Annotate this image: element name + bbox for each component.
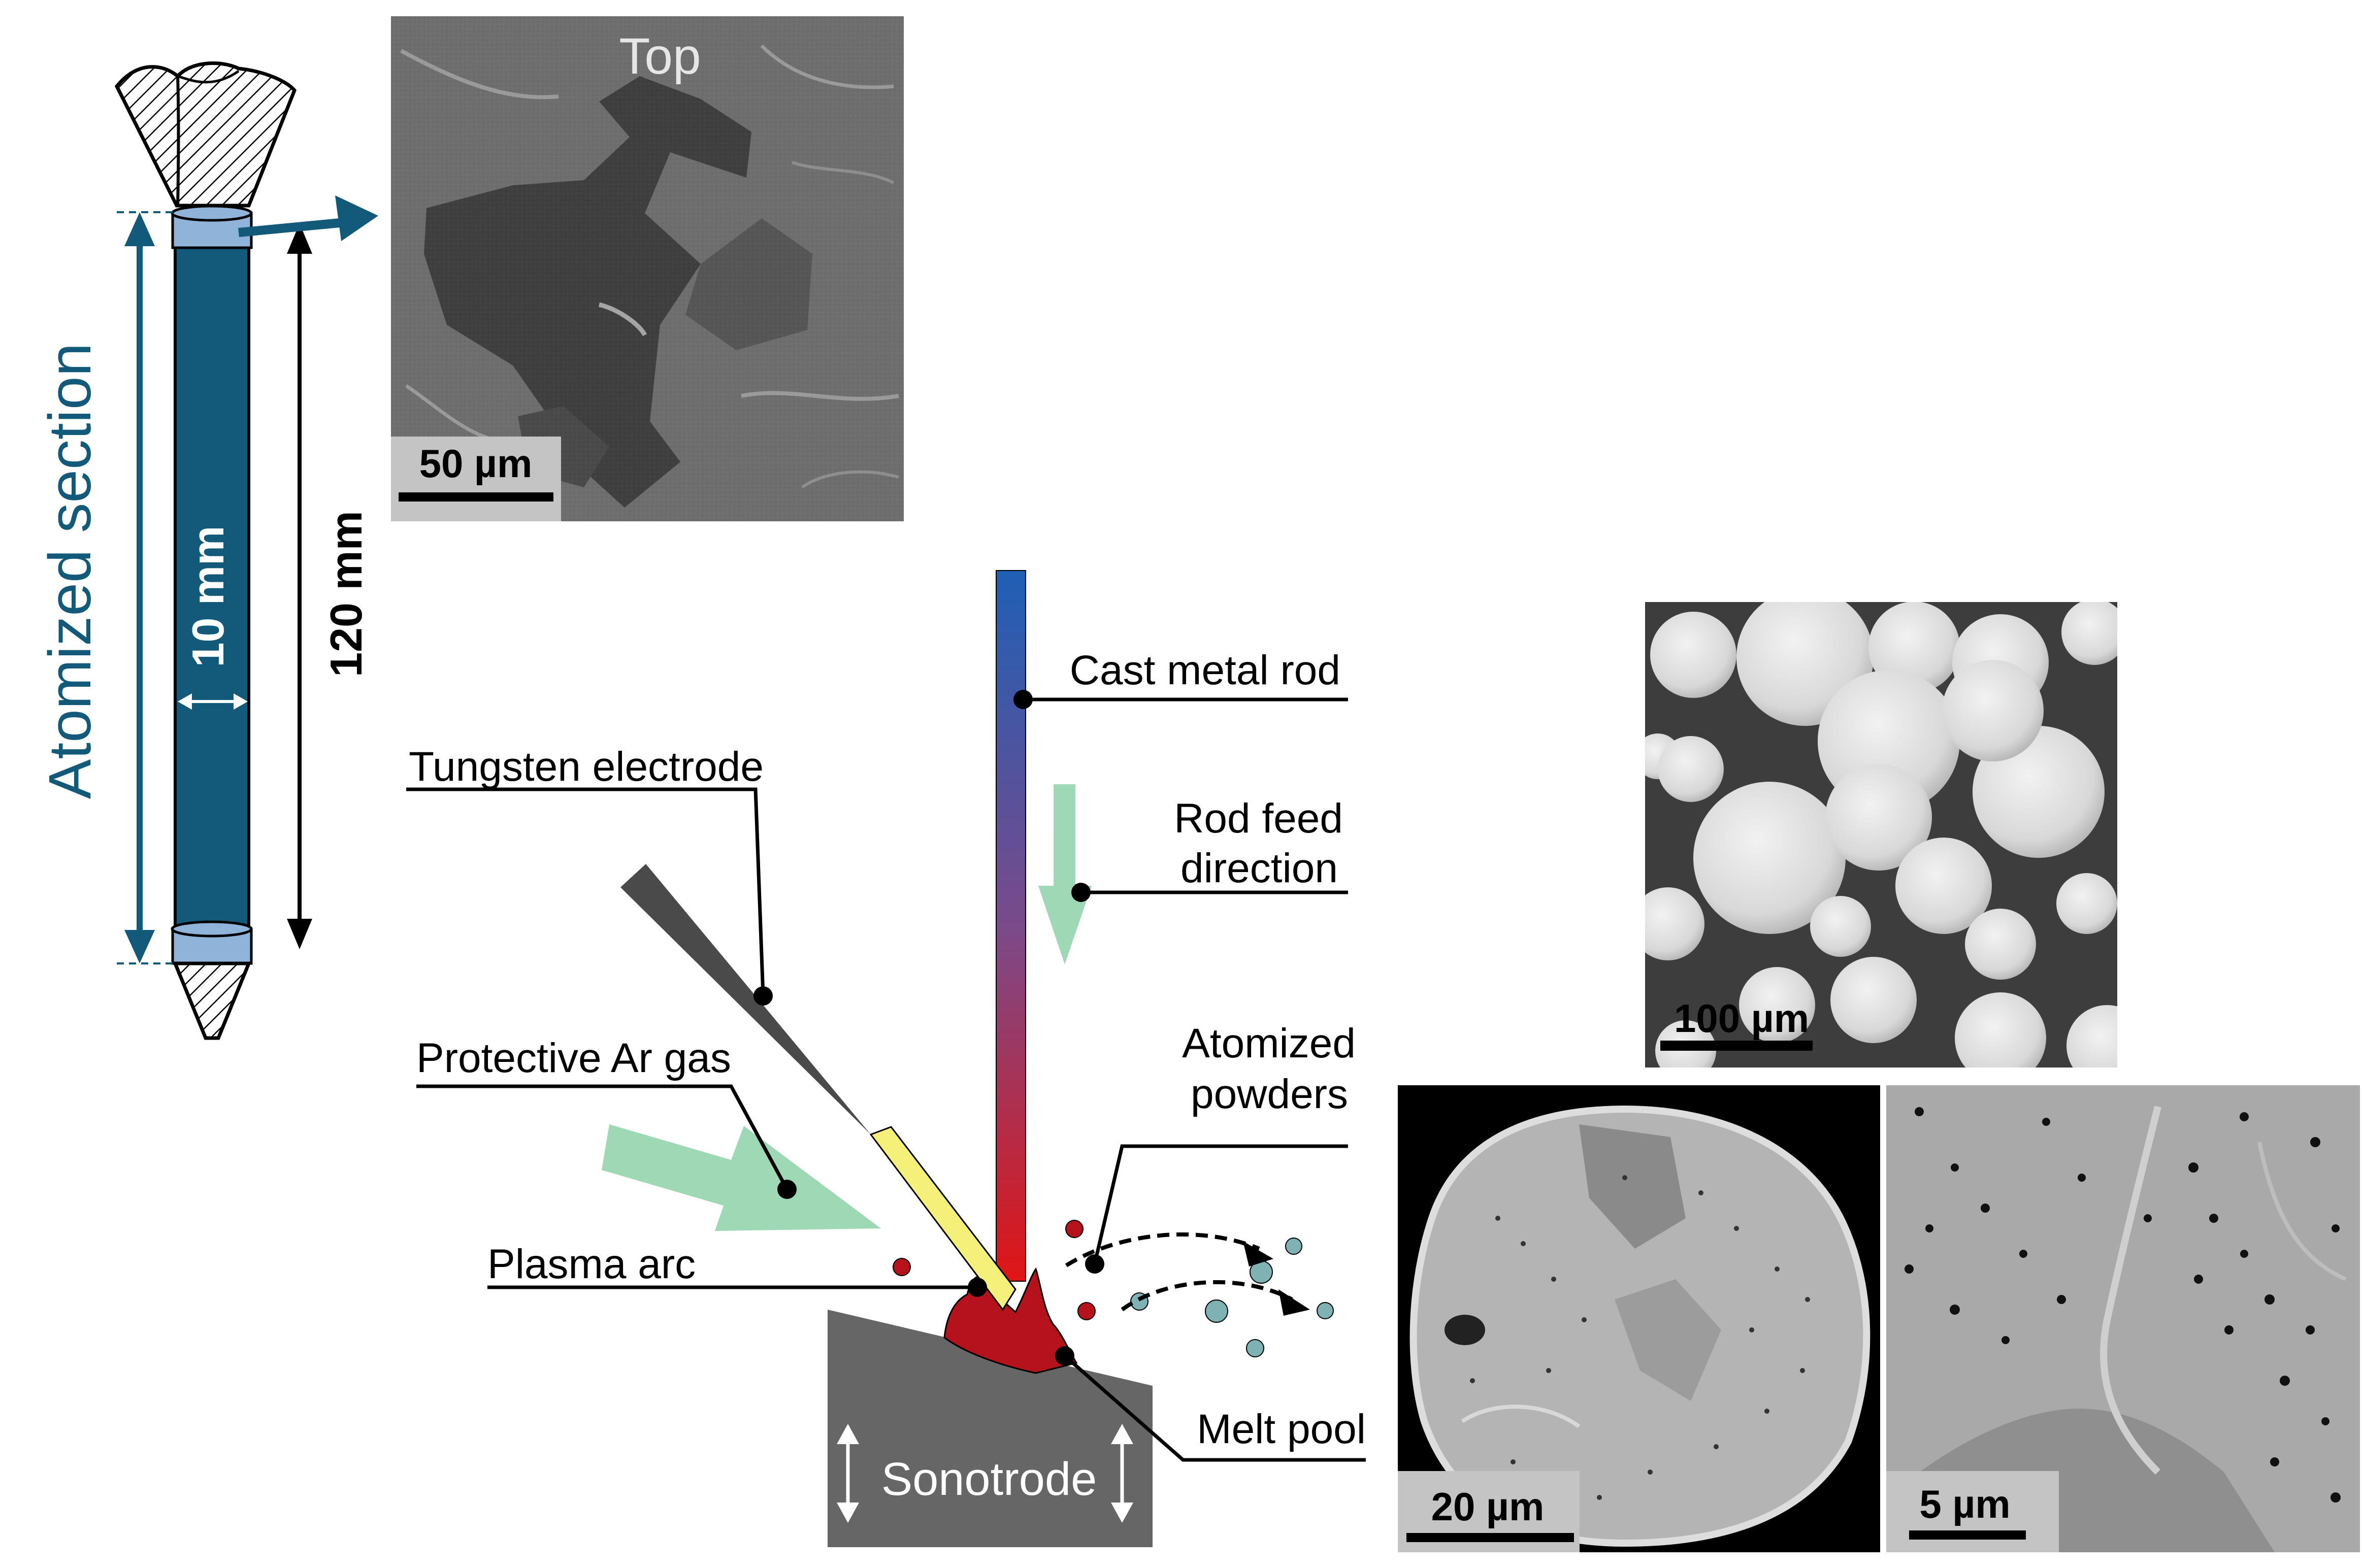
- rod-feed-label-line2: direction: [1180, 845, 1338, 891]
- particle-scale-bar-label: 20 µm: [1431, 1484, 1545, 1529]
- powders-scale-bar: [1660, 1041, 1813, 1051]
- rod-illustration: Atomized section 10 mm 120 mm: [37, 61, 378, 1040]
- powder-trajectory: [1121, 1280, 1293, 1312]
- powders-micrograph: 100 µm: [1645, 602, 2117, 1067]
- rod-fractured-top: [114, 61, 297, 208]
- cast-metal-rod: [996, 570, 1026, 1282]
- top-micrograph: Top 50 µm: [391, 16, 904, 521]
- powder-trajectory: [1065, 1232, 1260, 1267]
- powder-red: [1077, 1302, 1096, 1320]
- process-schematic: Sonotrode: [406, 570, 1366, 1547]
- top-micrograph-label: Top: [619, 28, 701, 85]
- rod-pointed-bottom: [172, 961, 252, 1040]
- powder-teal: [1317, 1302, 1334, 1319]
- sonotrode-label: Sonotrode: [881, 1453, 1097, 1505]
- atomized-powders-label-line1: Atomized: [1182, 1020, 1356, 1066]
- rod-feed-label-line1: Rod feed: [1174, 795, 1343, 842]
- diameter-label: 10 mm: [183, 526, 233, 668]
- tungsten-electrode: [620, 864, 871, 1135]
- powders-scale-bar-label: 100 µm: [1674, 996, 1809, 1041]
- sonotrode: [828, 1310, 1153, 1547]
- atomized-powders-label-line2: powders: [1191, 1071, 1348, 1117]
- powder-red: [893, 1258, 911, 1276]
- protective-gas-arrow: [602, 1124, 881, 1231]
- protective-gas-label: Protective Ar gas: [416, 1035, 731, 1081]
- plasma-arc: [869, 1126, 1016, 1311]
- top-scale-bar-label: 50 µm: [419, 441, 533, 486]
- detail-micrograph: 5 µm: [1886, 1085, 2360, 1552]
- top-scale-bar: [399, 492, 553, 502]
- powder-red: [1065, 1220, 1084, 1238]
- particle-micrograph: 20 µm: [1398, 1085, 1880, 1552]
- plasma-arc-label: Plasma arc: [487, 1241, 696, 1287]
- detail-scale-bar: [1909, 1530, 2026, 1540]
- powder-teal: [1285, 1238, 1302, 1255]
- rod-feed-arrow: [1038, 784, 1092, 964]
- particle-scale-bar: [1406, 1533, 1574, 1542]
- powder-teal: [1246, 1339, 1264, 1357]
- atomized-section-label: Atomized section: [37, 343, 104, 799]
- section-pointer-arrow: [335, 195, 378, 241]
- melt-pool-label: Melt pool: [1197, 1406, 1366, 1452]
- cast-metal-rod-label: Cast metal rod: [1070, 647, 1340, 693]
- detail-scale-bar-label: 5 µm: [1919, 1482, 2010, 1526]
- rod-body: [174, 212, 250, 946]
- tungsten-electrode-label: Tungsten electrode: [409, 744, 764, 790]
- length-label: 120 mm: [321, 511, 371, 677]
- powder-teal: [1205, 1299, 1228, 1323]
